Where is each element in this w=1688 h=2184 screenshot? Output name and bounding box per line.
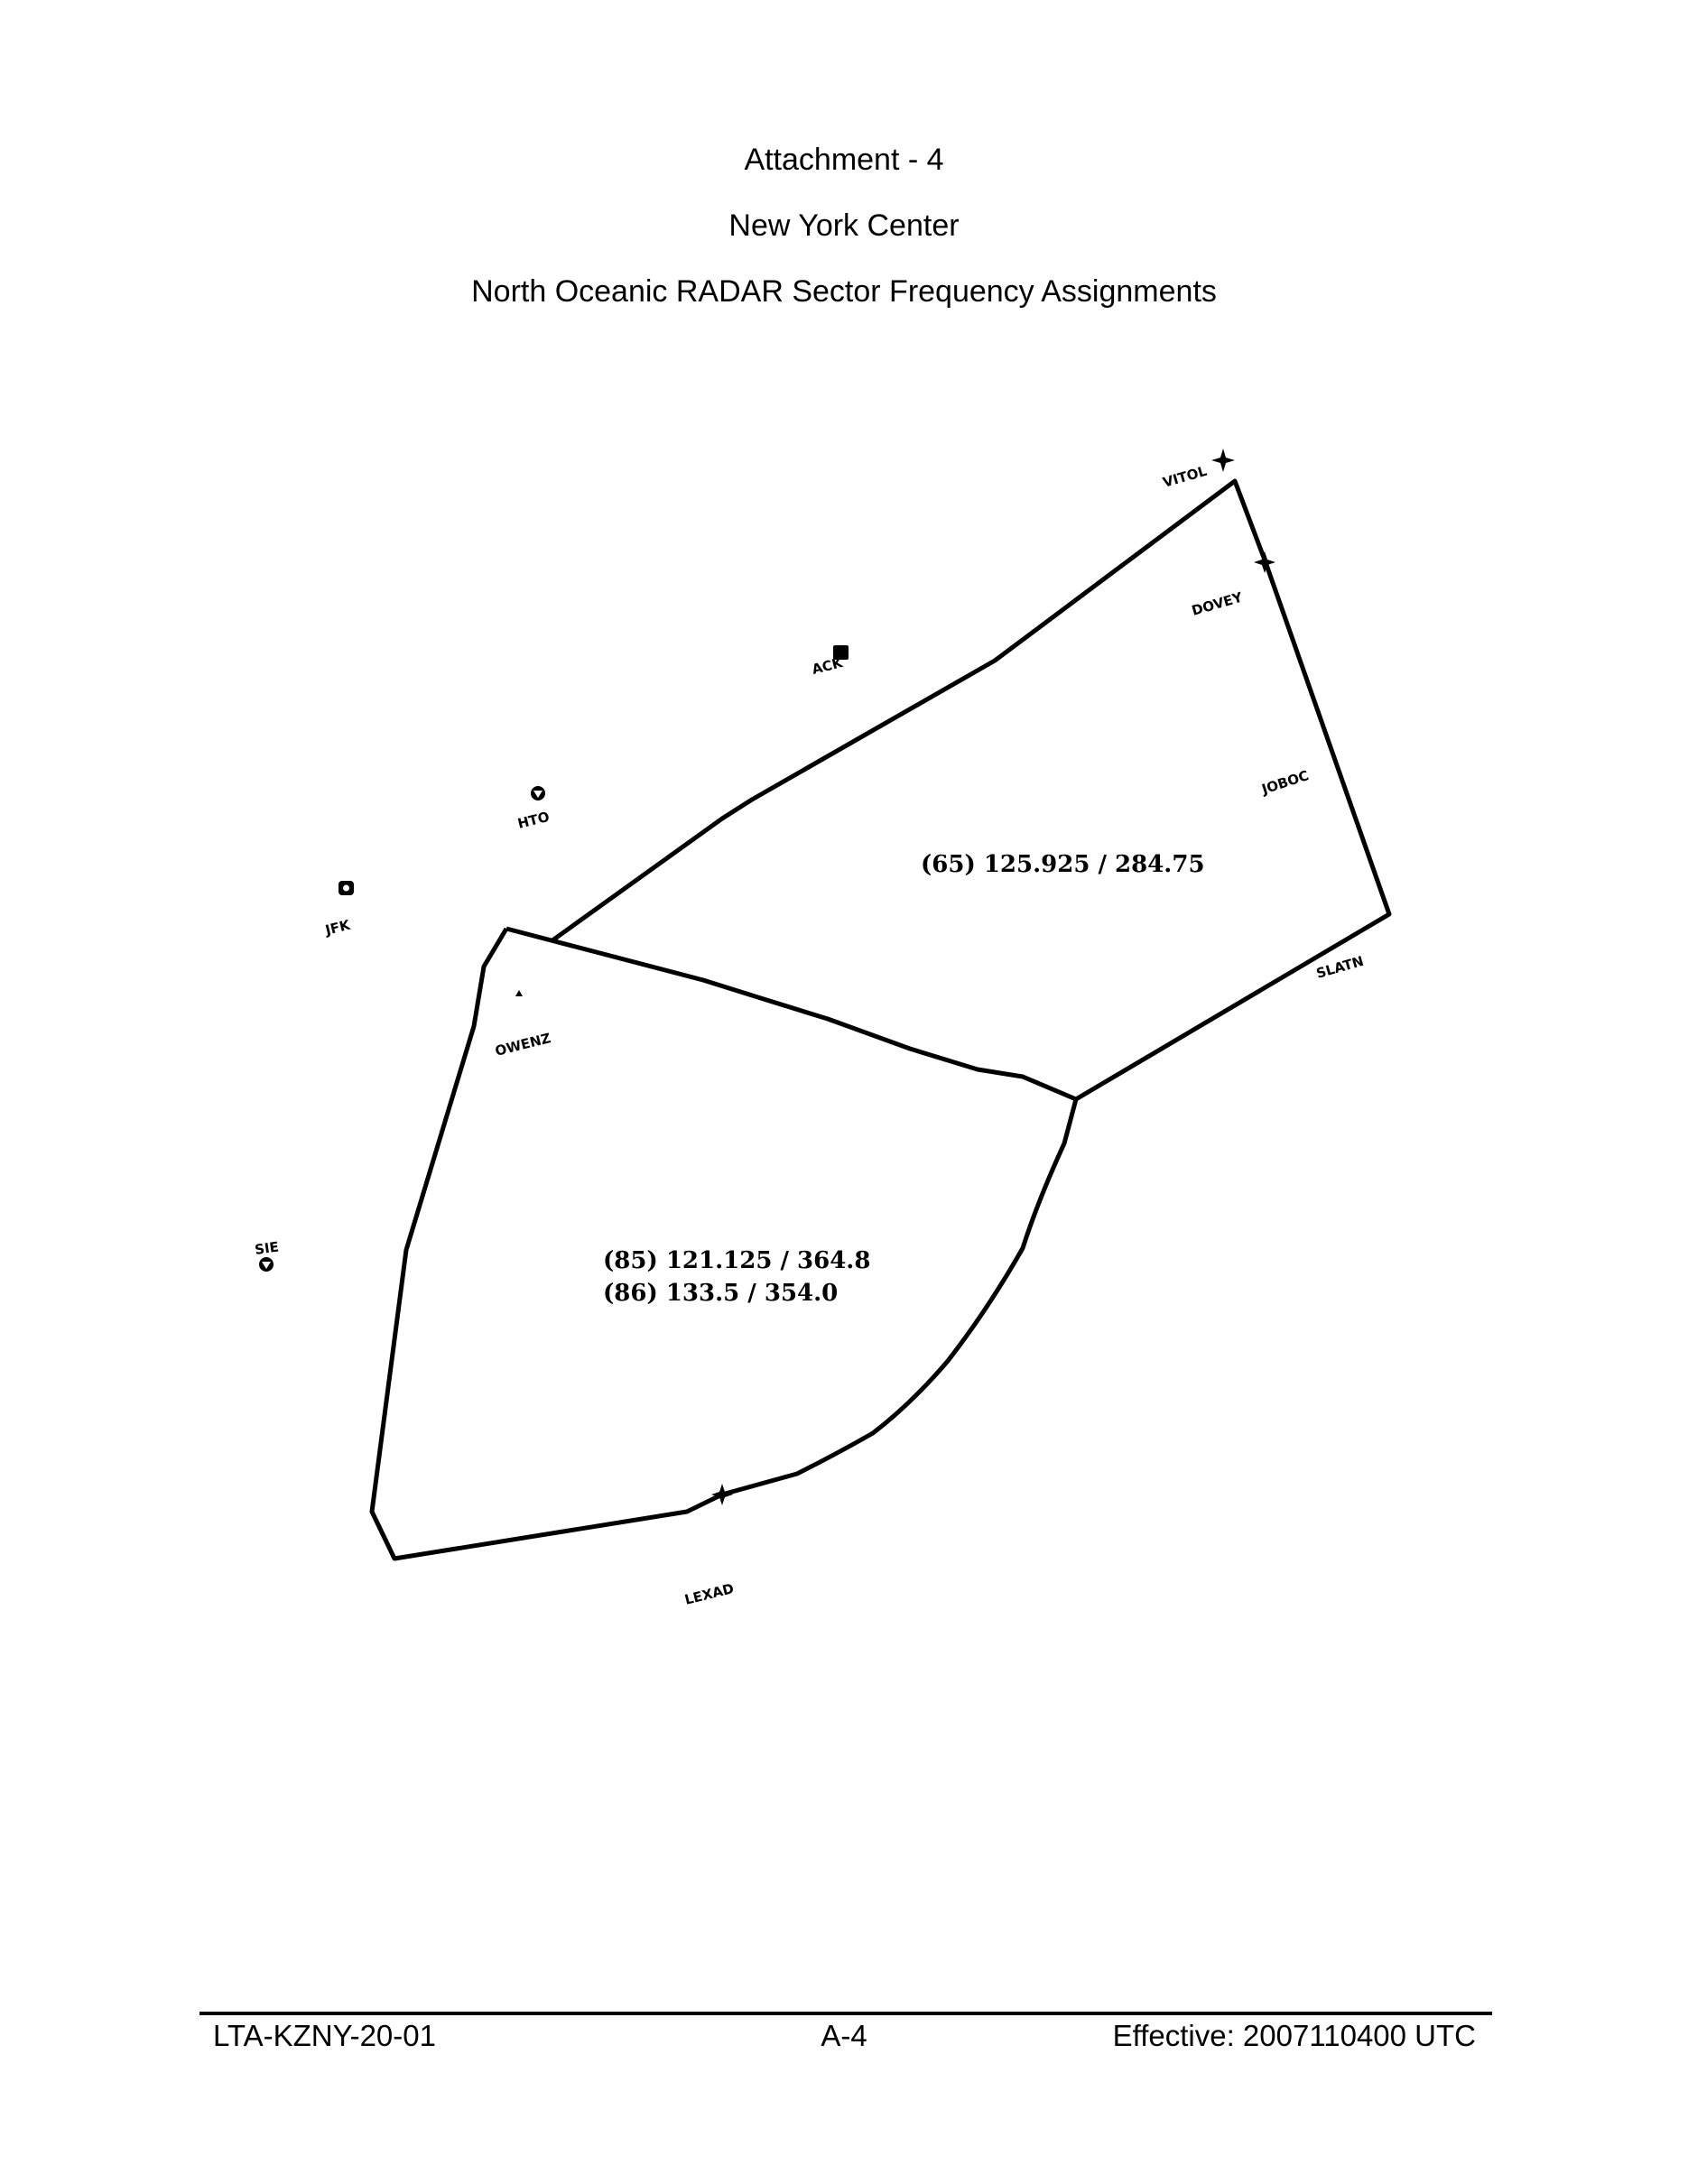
vitol-label: VITOL <box>1161 463 1209 491</box>
sector-divider-line <box>505 926 1077 1102</box>
hto-label: HTO <box>516 809 552 832</box>
page-number: A-4 <box>821 2019 867 2052</box>
north-sector-frequency: (65) 125.925 / 284.75 <box>921 851 1205 878</box>
footer-rule <box>199 2012 1492 2015</box>
hto-navaid-icon <box>531 786 545 800</box>
owenz-waypoint-icon <box>515 990 523 996</box>
document-title: North Oceanic RADAR Sector Frequency Ass… <box>471 274 1217 309</box>
effective-date: Effective: 2007110400 UTC <box>1112 2019 1476 2052</box>
joboc-label: JOBOC <box>1259 767 1311 798</box>
south-sector-boundary <box>369 927 1079 1561</box>
vitol-waypoint-icon <box>1211 449 1235 472</box>
owenz-label: OWENZ <box>494 1030 553 1060</box>
dovey-waypoint-icon <box>1254 551 1275 573</box>
lexad-waypoint-icon <box>711 1484 733 1505</box>
ack-navaid-icon <box>833 645 849 660</box>
north-sector-boundary <box>551 478 1392 1102</box>
ack-label: ACK <box>811 654 846 678</box>
jfk-label: JFK <box>323 916 353 939</box>
south-sector-frequency-86: (86) 133.5 / 354.0 <box>603 1280 838 1307</box>
document-id: LTA-KZNY-20-01 <box>213 2019 436 2052</box>
attachment-title: Attachment - 4 <box>744 143 944 177</box>
sie-navaid-icon <box>259 1257 274 1272</box>
sie-label: SIE <box>254 1238 280 1258</box>
lexad-label: LEXAD <box>683 1580 736 1608</box>
jfk-navaid-icon <box>339 881 354 895</box>
south-sector-frequency-85: (85) 121.125 / 364.8 <box>603 1247 870 1274</box>
center-title: New York Center <box>728 208 960 243</box>
dovey-label: DOVEY <box>1190 588 1245 618</box>
slatn-label: SLATN <box>1314 953 1365 982</box>
